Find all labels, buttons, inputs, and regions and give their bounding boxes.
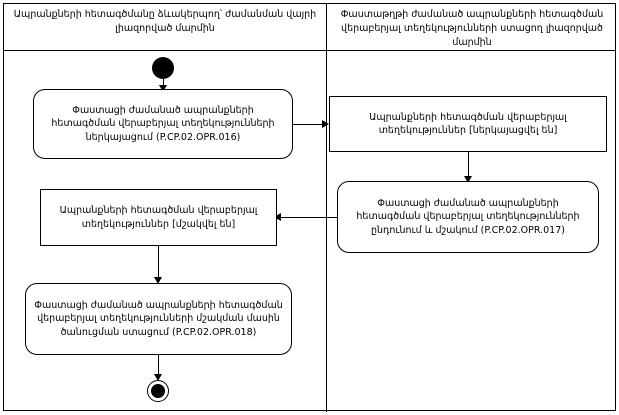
arrowhead-a2-to-a3 (464, 176, 472, 183)
object-tracking-info-processed[interactable]: Ապրանքների հետագծման վերաբերյալ տեղեկութ… (40, 189, 277, 246)
connector-a5-to-end (158, 355, 159, 378)
activity-receive-processing-notification[interactable]: Փաստացի ժամանած ապրանքների հետագծման վեր… (25, 283, 292, 355)
connector-a4-to-a5 (158, 246, 159, 281)
arrowhead-a3-to-a4 (274, 213, 281, 221)
arrowhead-a4-to-a5 (154, 277, 162, 284)
arrowhead-a1-to-a2 (322, 120, 329, 128)
lane-header-divider-right (326, 50, 616, 51)
connector-start-to-a1 (163, 79, 164, 88)
object-a4-label: Ապրանքների հետագծման վերաբերյալ տեղեկութ… (59, 205, 258, 230)
object-tracking-info-submitted[interactable]: Ապրանքների հետագծման վերաբերյալ տեղեկութ… (329, 96, 607, 152)
connector-a2-to-a3 (468, 152, 469, 180)
activity-a1-label: Փաստացի ժամանած ապրանքների հետագծման վեր… (51, 104, 275, 143)
start-node (152, 57, 174, 79)
final-node-center (151, 384, 165, 398)
activity-a5-label: Փաստացի ժամանած ապրանքների հետագծման վեր… (34, 299, 283, 338)
connector-a3-to-a4 (277, 217, 337, 218)
lane-title-right: Փաստաթղթի ժամանած ապրանքների հետագծման վ… (340, 9, 604, 48)
lane-divider-vertical (326, 3, 327, 412)
activity-submit-tracking-info[interactable]: Փաստացի ժամանած ապրանքների հետագծման վեր… (33, 89, 293, 159)
object-a2-label: Ապրանքների հետագծման վերաբերյալ տեղեկութ… (369, 111, 567, 137)
arrowhead-start-to-a1 (159, 85, 167, 92)
activity-receive-process-tracking-info[interactable]: Փաստացի ժամանած ապրանքների հետագծման վեր… (337, 181, 599, 253)
activity-a3-label: Փաստացի ժամանած ապրանքների հետագծման վեր… (356, 197, 580, 236)
connector-a1-to-a2 (293, 124, 326, 125)
lane-header-divider-left (3, 50, 327, 51)
arrowhead-a5-to-end (154, 374, 162, 381)
diagram-outer-frame (3, 3, 616, 411)
lane-title-left: Ապրանքների հետագծմանը ձևակերպող՝ ժամանմա… (13, 9, 317, 34)
